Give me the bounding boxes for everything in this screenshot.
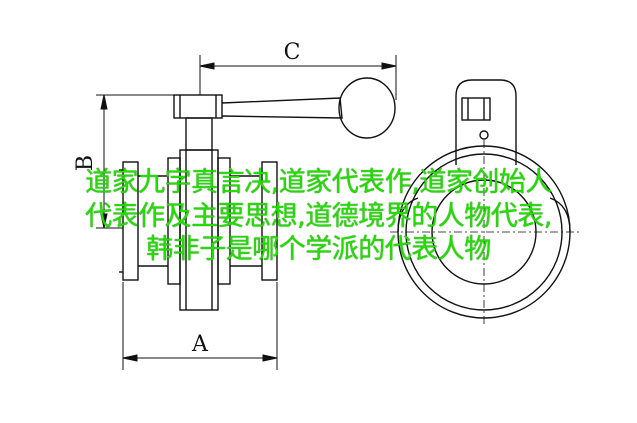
lock-block xyxy=(461,97,491,121)
dimension-lines xyxy=(96,55,397,370)
overlay-text-line-2: 代表作及主要思想,道德境界的人物代表, xyxy=(85,201,552,232)
left-flange xyxy=(122,161,139,281)
overlay-text-line-3: 韩非子是哪个学派的代表人物 xyxy=(146,234,491,265)
side-view xyxy=(119,60,396,311)
actuator-housing xyxy=(455,79,517,165)
handle-knob xyxy=(338,77,396,139)
front-view xyxy=(390,79,580,325)
dimension-a-label: A xyxy=(191,332,209,357)
right-clamp xyxy=(217,157,231,285)
stem-neck xyxy=(185,117,213,151)
handle-lever xyxy=(221,97,343,119)
dimension-c-label: C xyxy=(284,40,301,65)
pivot-pin xyxy=(479,130,489,140)
overlay-text-line-1: 道家九字真言决,道家代表作,道家创始人 xyxy=(85,167,552,198)
handle-base xyxy=(173,94,223,119)
right-flange xyxy=(261,161,278,281)
dimension-b-label: B xyxy=(73,155,98,171)
